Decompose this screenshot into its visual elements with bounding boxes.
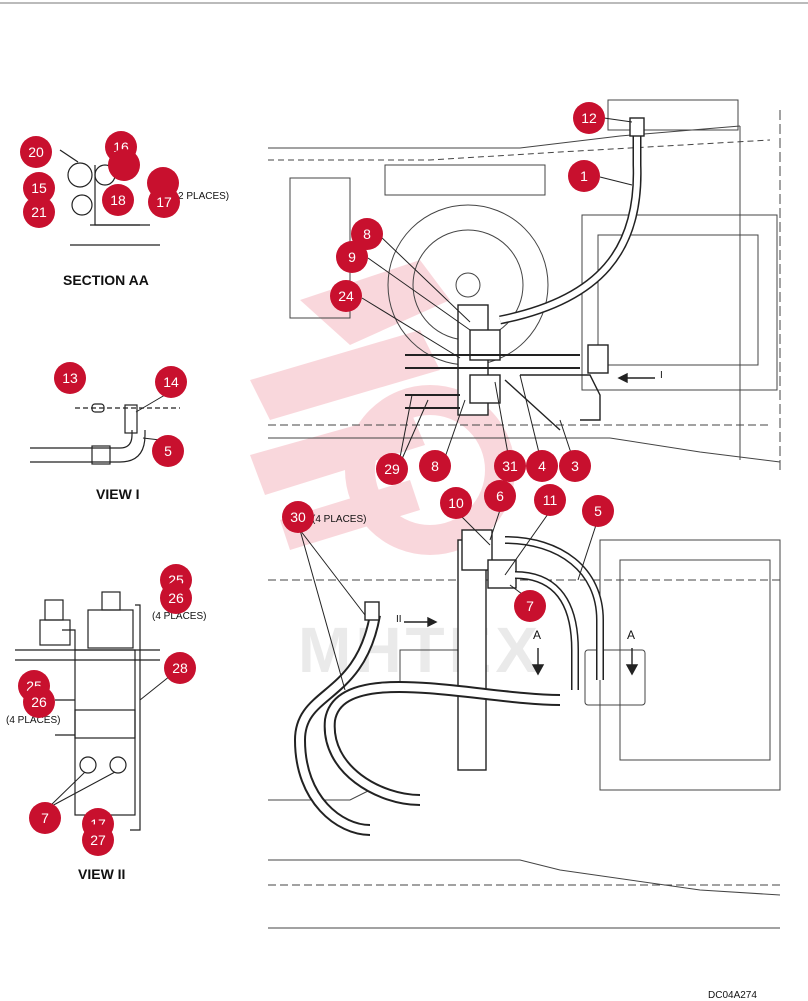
callout-3: 3 [559,450,591,482]
machine-frame-lines [268,99,781,929]
view-i-arrow-label: I [660,370,663,381]
drawing-code: DC04A274 [708,990,757,1001]
callout-14: 14 [155,366,187,398]
callout-8-bottom: 8 [419,450,451,482]
view-ii-caption: VIEW II [78,866,126,882]
callout-7-view-ii: 7 [29,802,61,834]
view-ii-arrow-label: II [396,614,402,625]
callout-9: 9 [336,241,368,273]
callout-21: 21 [23,196,55,228]
callout-5-main: 5 [582,495,614,527]
upper-valve-assembly [405,117,645,431]
callout-17-aa: 17 [148,186,180,218]
lower-valve-assembly [293,372,655,836]
callout-30: 30 [282,501,314,533]
places-note-ii-a: (4 PLACES) [152,611,207,622]
callout-26-left: 26 [23,686,55,718]
callout-26-top: 26 [160,582,192,614]
section-aa-drawing [59,149,160,246]
callout-5-view-i: 5 [152,435,184,467]
callout-1: 1 [568,160,600,192]
section-aa-caption: SECTION AA [63,272,149,288]
view-i-drawing [30,403,180,465]
callout-24: 24 [330,280,362,312]
callout-28: 28 [164,652,196,684]
callout-18: 18 [102,184,134,216]
callout-13: 13 [54,362,86,394]
callout-29: 29 [376,453,408,485]
view-i-caption: VIEW I [96,486,140,502]
callout-20: 20 [20,136,52,168]
places-note-aa: 2 PLACES) [178,191,230,202]
callout-31: 31 [494,450,526,482]
callout-4: 4 [526,450,558,482]
callout-27: 27 [82,824,114,856]
places-note-ii-b: (4 PLACES) [6,715,61,726]
section-a-label-1: A [533,628,542,642]
callout-12: 12 [573,102,605,134]
callout-11: 11 [534,484,566,516]
callout-6: 6 [484,480,516,512]
places-note-30: (4 PLACES) [312,514,367,525]
section-a-label-2: A [627,628,636,642]
callout-10: 10 [440,487,472,519]
callout-19 [108,149,140,181]
callout-7-main: 7 [514,590,546,622]
